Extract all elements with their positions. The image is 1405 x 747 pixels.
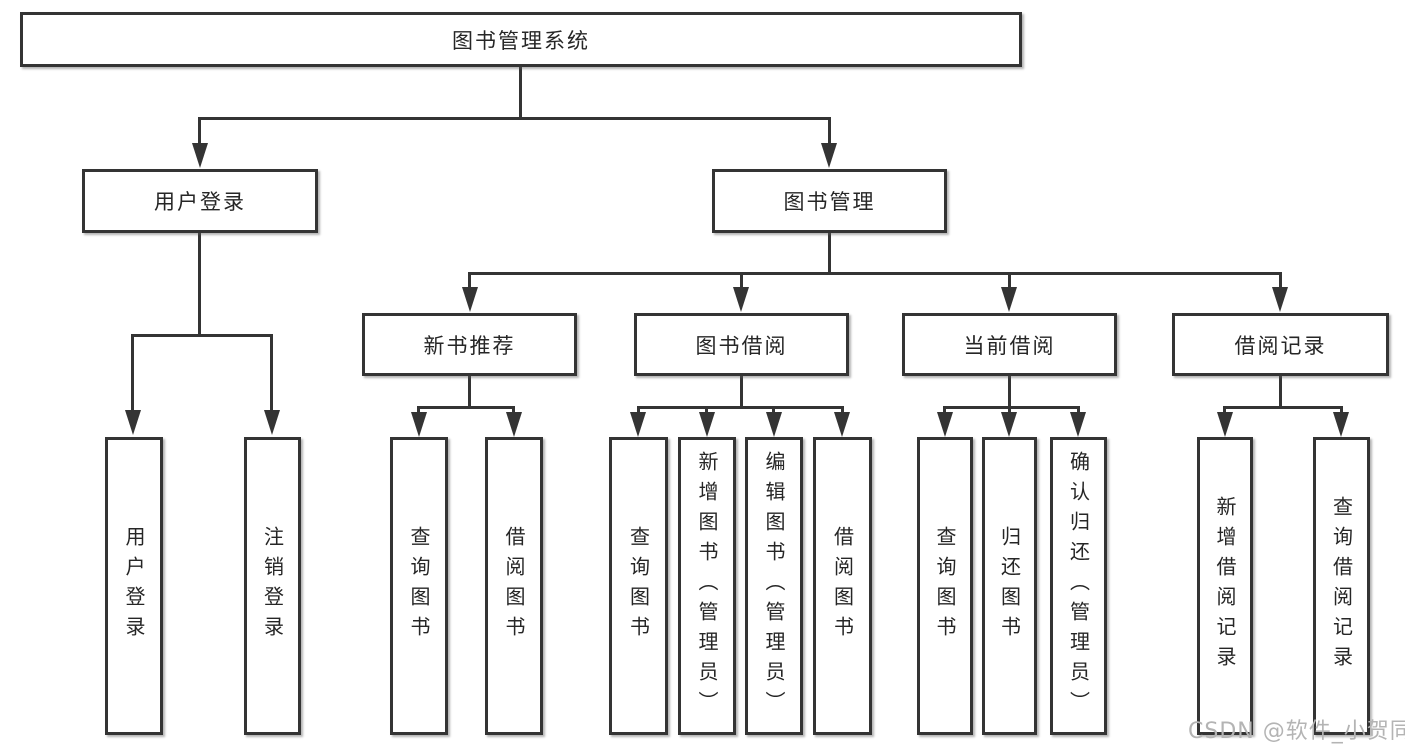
- leaf-bb-add-books-admin: 新增图书（管理员）: [678, 437, 736, 735]
- leaf-nbr-query-books: 查询图书: [390, 437, 448, 735]
- arrowhead-down-icon: [937, 412, 953, 437]
- arrowhead-down-icon: [821, 143, 837, 168]
- connector-root-trunk: [519, 67, 522, 119]
- node-user-login-label: 用户登录: [154, 190, 246, 214]
- node-book-borrowing-label: 图书借阅: [695, 333, 788, 358]
- connector-book-mgmt-trunk: [828, 233, 831, 274]
- connector-stem: [740, 272, 743, 290]
- leaf-bb-edit-books-admin-label: 编辑图书（管理员）: [762, 451, 786, 721]
- connector-stem: [637, 406, 640, 416]
- node-new-book-recommend-label: 新书推荐: [423, 333, 516, 358]
- leaf-cb-return-books-label: 归还图书: [997, 526, 1022, 646]
- connector-current-borrow-bus: [943, 406, 1080, 409]
- leaf-bb-borrow-books: 借阅图书: [813, 437, 872, 735]
- connector-stem: [1008, 272, 1011, 290]
- node-borrowing-records: 借阅记录: [1172, 313, 1389, 376]
- connector-current-borrow-trunk: [1008, 376, 1011, 408]
- connector-stem: [705, 406, 708, 416]
- leaf-br-add-record: 新增借阅记录: [1197, 437, 1253, 735]
- arrowhead-down-icon: [733, 287, 749, 312]
- leaf-user-login: 用户登录: [105, 437, 163, 735]
- arrowhead-down-icon: [411, 412, 427, 437]
- leaf-cb-confirm-return-admin: 确认归还（管理员）: [1050, 437, 1107, 735]
- node-book-borrowing: 图书借阅: [634, 313, 849, 376]
- leaf-bb-query-books-label: 查询图书: [626, 526, 651, 646]
- arrowhead-down-icon: [1001, 287, 1017, 312]
- leaf-br-query-record-label: 查询借阅记录: [1329, 496, 1354, 676]
- connector-borrow-record-bus: [1223, 406, 1343, 409]
- node-new-book-recommend: 新书推荐: [362, 313, 577, 376]
- leaf-br-add-record-label: 新增借阅记录: [1213, 496, 1237, 676]
- arrowhead-down-icon: [506, 412, 522, 437]
- leaf-nbr-borrow-books: 借阅图书: [485, 437, 543, 735]
- connector-stem: [1279, 272, 1282, 290]
- connector-stem: [828, 117, 831, 145]
- connector-stem: [772, 406, 775, 416]
- leaf-cb-return-books: 归还图书: [982, 437, 1037, 735]
- leaf-br-query-record: 查询借阅记录: [1313, 437, 1370, 735]
- node-borrowing-records-label: 借阅记录: [1234, 333, 1327, 358]
- arrowhead-down-icon: [192, 143, 208, 168]
- node-library-system-label: 图书管理系统: [452, 28, 590, 53]
- arrowhead-down-icon: [264, 410, 280, 435]
- connector-book-mgmt-bus: [468, 272, 1282, 275]
- connector-book-borrow-trunk: [740, 376, 743, 408]
- leaf-user-login-label: 用户登录: [122, 526, 146, 646]
- arrowhead-down-icon: [1217, 412, 1233, 437]
- arrowhead-down-icon: [462, 287, 478, 312]
- arrowhead-down-icon: [1001, 412, 1017, 437]
- leaf-nbr-query-books-label: 查询图书: [407, 526, 431, 646]
- connector-stem: [841, 406, 844, 416]
- leaf-bb-borrow-books-label: 借阅图书: [830, 526, 855, 646]
- leaf-bb-add-books-admin-label: 新增图书（管理员）: [695, 451, 719, 721]
- node-current-borrowing-label: 当前借阅: [963, 333, 1056, 358]
- connector-borrow-record-trunk: [1279, 376, 1282, 408]
- arrowhead-down-icon: [630, 412, 646, 437]
- connector-user-login-trunk: [198, 233, 201, 336]
- node-book-management: 图书管理: [712, 169, 947, 233]
- connector-stem: [468, 272, 471, 290]
- arrowhead-down-icon: [1333, 412, 1349, 437]
- leaf-cb-confirm-return-admin-label: 确认归还（管理员）: [1066, 451, 1091, 721]
- connector-stem: [131, 334, 134, 412]
- connector-stem: [417, 406, 420, 416]
- connector-new-book-rec-bus: [417, 406, 515, 409]
- leaf-logout-label: 注销登录: [260, 526, 285, 646]
- csdn-watermark: CSDN @软件_小贺同学: [1188, 719, 1405, 744]
- leaf-cb-query-books: 查询图书: [917, 437, 973, 735]
- leaf-logout: 注销登录: [244, 437, 301, 735]
- connector-stem: [943, 406, 946, 416]
- leaf-cb-query-books-label: 查询图书: [933, 526, 957, 646]
- leaf-nbr-borrow-books-label: 借阅图书: [502, 526, 526, 646]
- connector-user-login-bus: [131, 334, 273, 337]
- connector-stem: [1223, 406, 1226, 416]
- arrowhead-down-icon: [699, 412, 715, 437]
- leaf-bb-query-books: 查询图书: [609, 437, 668, 735]
- connector-stem: [1340, 406, 1343, 416]
- connector-stem: [1077, 406, 1080, 416]
- node-book-management-label: 图书管理: [783, 190, 876, 214]
- arrowhead-down-icon: [834, 412, 850, 437]
- node-current-borrowing: 当前借阅: [902, 313, 1117, 376]
- connector-stem: [512, 406, 515, 416]
- connector-new-book-rec-trunk: [468, 376, 471, 408]
- connector-book-borrow-bus: [637, 406, 844, 409]
- node-user-login: 用户登录: [82, 169, 318, 233]
- connector-stem: [198, 117, 201, 145]
- node-library-system: 图书管理系统: [20, 12, 1022, 67]
- arrowhead-down-icon: [125, 410, 141, 435]
- arrowhead-down-icon: [1272, 287, 1288, 312]
- connector-level1-bus: [198, 117, 831, 120]
- connector-stem: [270, 334, 273, 412]
- leaf-bb-edit-books-admin: 编辑图书（管理员）: [745, 437, 803, 735]
- arrowhead-down-icon: [1070, 412, 1086, 437]
- connector-stem: [1008, 406, 1011, 416]
- arrowhead-down-icon: [766, 412, 782, 437]
